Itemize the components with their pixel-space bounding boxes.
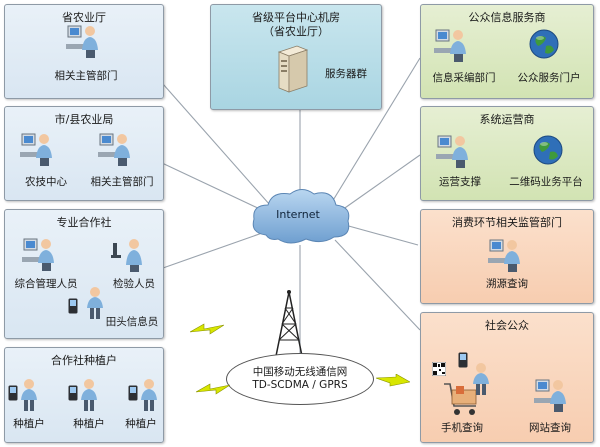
- box-title: 市/县农业局: [54, 113, 114, 126]
- network-name-label: 中国移动无线通信网: [252, 366, 348, 378]
- link-public: [334, 239, 421, 331]
- person-at-computer-icon: [20, 130, 56, 168]
- wireless-signal-icon: [376, 374, 410, 387]
- cloud-icon: [252, 189, 350, 244]
- item-label: 综合管理人员: [14, 278, 78, 290]
- box-title: 社会公众: [485, 319, 529, 332]
- mobile-phone-icon: [128, 385, 138, 401]
- box-title: 合作社种植户: [51, 354, 117, 367]
- link-city: [144, 154, 263, 211]
- link-coop: [162, 231, 266, 269]
- person-with-microscope-icon: [110, 235, 146, 273]
- person-at-computer-icon: [434, 26, 470, 64]
- server-icon: [275, 44, 309, 94]
- item-label: 检验人员: [113, 278, 155, 290]
- system-operator-box: 系统运营商: [420, 106, 594, 201]
- item-label: 相关主管部门: [90, 176, 154, 188]
- item-label: 相关主管部门: [54, 70, 118, 82]
- box-title: 专业合作社: [56, 216, 112, 229]
- item-label: 信息采编部门: [432, 72, 496, 84]
- box-title: 系统运营商: [479, 113, 535, 126]
- regulator-box: 消费环节相关监管部门: [420, 209, 594, 304]
- item-label: 公众服务门户: [517, 72, 581, 84]
- network-protocol-label: TD-SCDMA / GPRS: [252, 379, 348, 391]
- person-at-computer-icon: [66, 22, 102, 60]
- qr-code-icon: [432, 362, 446, 376]
- mobile-phone-icon: [68, 385, 78, 401]
- coop-box: 专业合作社: [4, 209, 164, 339]
- person-at-computer-icon: [488, 236, 524, 274]
- person-icon: [18, 378, 40, 412]
- general-public-box: 社会公众: [420, 312, 594, 443]
- item-label: 手机查询: [441, 422, 483, 434]
- box-title: 省农业厅: [62, 11, 106, 24]
- person-icon: [78, 378, 100, 412]
- mobile-network-ellipse: [226, 353, 374, 405]
- person-icon: [470, 362, 492, 396]
- item-label: 二维码业务平台: [509, 176, 583, 188]
- wireless-signal-icon: [190, 323, 224, 335]
- center-title-line2: （省农业厅）: [263, 25, 329, 38]
- box-title: 消费环节相关监管部门: [452, 216, 562, 229]
- item-label: 农技中心: [25, 176, 67, 188]
- server-group-label: 服务器群: [325, 68, 367, 80]
- provincial-dept-box: 省农业厅: [4, 4, 164, 99]
- box-title: 公众信息服务商: [468, 11, 546, 24]
- center-title-line1: 省级平台中心机房: [252, 11, 340, 24]
- link-public-info: [331, 57, 421, 203]
- item-label: 运营支撑: [439, 176, 481, 188]
- link-regulator: [344, 224, 419, 246]
- person-at-computer-icon: [436, 132, 472, 170]
- radio-tower-icon: [275, 290, 303, 357]
- globe-icon: [532, 134, 564, 166]
- item-label: 溯源查询: [486, 278, 528, 290]
- mobile-phone-icon: [68, 298, 78, 314]
- mobile-phone-icon: [8, 385, 18, 401]
- person-icon: [138, 378, 160, 412]
- person-at-computer-icon: [98, 130, 134, 168]
- item-label: 网站查询: [529, 422, 571, 434]
- person-at-computer-icon: [22, 235, 58, 273]
- item-label: 种植户: [73, 418, 105, 430]
- item-label: 种植户: [13, 418, 45, 430]
- person-icon: [84, 286, 106, 320]
- internet-label: Internet: [276, 208, 320, 221]
- shopping-cart-icon: [442, 380, 482, 418]
- globe-icon: [528, 28, 560, 60]
- item-label: 种植户: [125, 418, 157, 430]
- link-operator: [341, 154, 421, 211]
- mobile-phone-icon: [458, 352, 468, 368]
- wireless-signal-icon: [196, 383, 230, 395]
- person-at-computer-icon: [534, 376, 570, 414]
- item-label: 田头信息员: [105, 316, 159, 328]
